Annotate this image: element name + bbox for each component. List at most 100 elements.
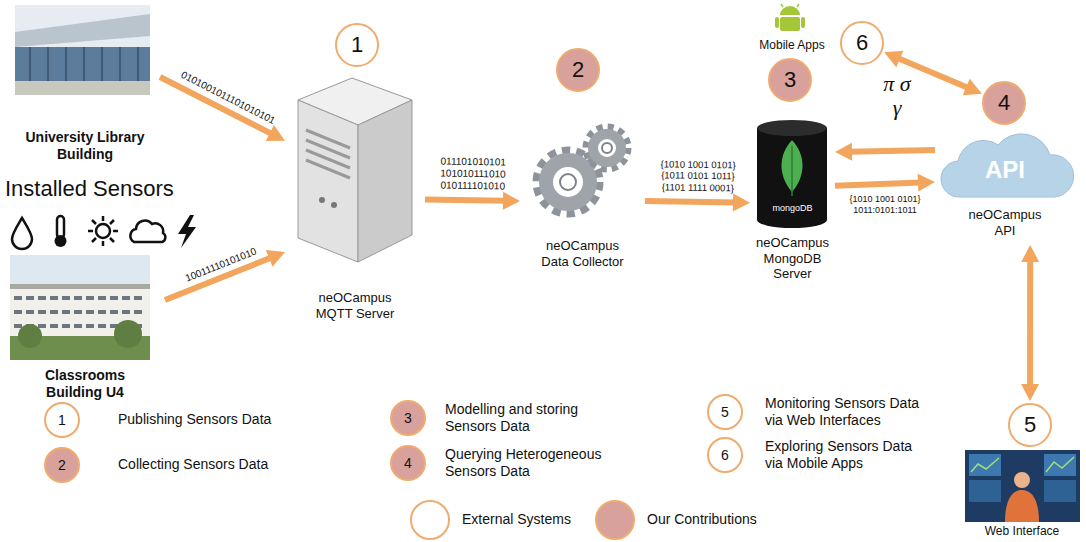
flow-arrow [645,193,750,211]
callout-number: 6 [856,32,868,54]
arrow-shaft [645,201,736,202]
web-interface-picture [969,480,1001,502]
web-interface-picture [1044,454,1076,476]
library-photo [15,5,150,95]
component-node: Classrooms Building U4 [5,255,165,405]
callout-circle: 5 [707,394,743,430]
android-icon [801,17,805,28]
callout-circle: 2 [556,48,600,92]
callout-circle: 4 [390,445,426,481]
arrow-head [503,192,520,210]
callout-number: 4 [404,456,412,470]
node-label: Mobile Apps [752,38,832,52]
android-icon [780,6,800,15]
callout-number: 6 [721,448,729,462]
arrow-shaft [849,150,935,152]
classroom-photo [10,255,150,360]
section-heading: Installed Sensors [5,176,210,202]
data-sample: {1010 1001 0101} 1011:0101:1011 [838,194,932,216]
android-icon [775,4,805,31]
android-icon [781,4,799,7]
arrow-shaft [835,183,921,186]
library-photo [15,81,150,95]
server-icon [298,100,358,262]
gears-icon [560,174,576,190]
callout-number: 5 [721,405,729,419]
callout-number: 2 [572,59,584,81]
sensor-icons [96,224,110,238]
data-sample: {1010 1001 0101} {1011 0101 1011} {1101 … [652,158,745,194]
flow-arrow [425,192,520,210]
library-photo [30,47,138,81]
component-node: neOCampus MQTT Server [285,85,425,323]
node-label: neOCampus Data Collector [538,238,628,269]
legend-description: Modelling and storing Sensors Data [445,401,623,435]
legend-swatch [595,500,635,540]
web-interface-picture [1005,490,1039,522]
web-interface-picture [1044,480,1076,502]
node-label: Web Interface [960,524,1084,538]
callout-number: 4 [998,92,1010,114]
arrow-head [835,143,852,161]
gears-icon [546,160,590,204]
component-node: mongoDBneOCampus MongoDB Server [750,115,835,284]
component-node: Mobile Apps [752,2,832,54]
sensor-icons [178,215,196,248]
classroom-photo [114,320,142,348]
classroom-photo [10,255,150,360]
library-photo [15,14,150,47]
callout-number: 5 [1024,414,1036,436]
arrow-head [918,174,935,192]
callout-circle: 2 [44,447,80,483]
node-label: neOCampus API [965,207,1045,238]
sensor-icons [57,216,64,238]
arrow-head [266,125,285,141]
gears-icon [593,134,621,162]
node-label: neOCampus MQTT Server [310,290,400,321]
database-cylinder [791,146,793,196]
android-icon [780,17,800,31]
library-photo [15,5,150,95]
server-icon [331,202,337,208]
callout-circle: 4 [982,81,1026,125]
callout-circle: 3 [390,400,426,436]
data-sample: 0101001011101010101 [167,63,288,133]
flow-arrow [835,143,935,161]
callout-circle: 1 [44,402,80,438]
callout-number: 1 [58,413,66,427]
arrow-head [1021,245,1039,262]
callout-number: 3 [404,411,412,425]
sensor-icons [12,218,32,249]
arrow-shaft [1027,259,1033,387]
arrow-head [963,79,982,96]
node-label: University Library Building [10,129,160,163]
gears-icon [602,143,612,153]
legend-swatch [410,500,450,540]
arrow-shaft [425,199,506,200]
flow-arrow [1021,245,1039,401]
legend-description: Exploring Sensors Data via Mobile Apps [765,438,929,472]
legend-description: Publishing Sensors Data [118,411,328,428]
arrow-head [266,250,285,267]
arrow-head [733,193,750,211]
legend-text: External Systems [462,511,571,528]
web-interface-picture [969,454,1001,476]
sensor-icons [130,221,165,242]
database-cylinder [757,212,827,228]
database-cylinder [757,120,827,136]
flow-arrow [160,77,285,141]
web-interface-picture [965,450,1080,522]
math-symbols: π σ γ [879,72,915,120]
flow-arrow [835,174,935,192]
callout-number: 1 [351,34,363,56]
sensor-icons [88,216,118,246]
classroom-photo [18,324,42,348]
legend-text: Our Contributions [647,511,757,528]
arrow-head [884,51,903,68]
callout-circle: 1 [335,23,379,67]
component-node: University Library Building [10,5,160,165]
sensor-icons [55,235,67,247]
sensor-icons [12,215,196,249]
web-interface-picture [1014,472,1030,488]
